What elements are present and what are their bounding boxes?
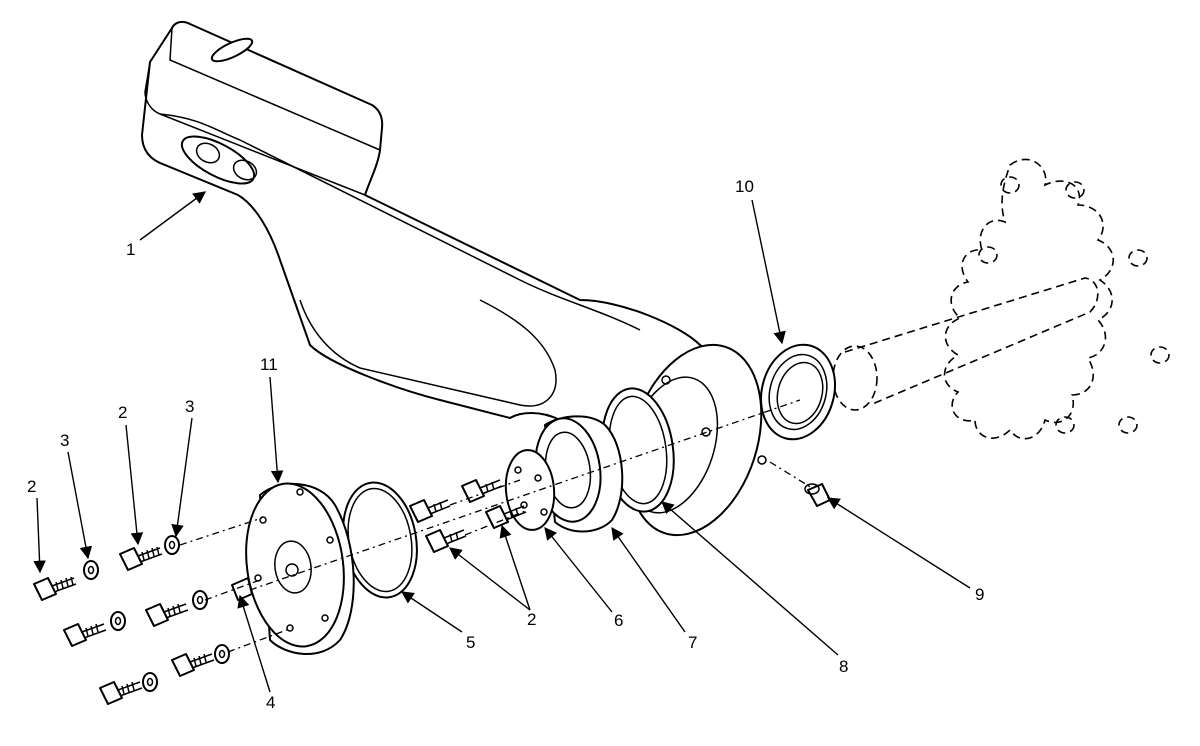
callout-3-left: 3 — [60, 431, 70, 450]
callout-9: 9 — [975, 585, 985, 604]
seal-ring-part — [760, 343, 836, 441]
small-fitting-part — [231, 577, 253, 601]
callout-3-right: 3 — [185, 397, 195, 416]
callout-7: 7 — [688, 633, 698, 652]
callout-6: 6 — [614, 611, 624, 630]
callout-8: 8 — [839, 657, 849, 676]
callout-2-left: 2 — [27, 477, 37, 496]
callout-leaders — [33, 191, 971, 693]
assembly-center-lines — [179, 399, 813, 653]
callout-11: 11 — [260, 355, 278, 374]
callout-2-upper: 2 — [118, 403, 128, 422]
sprocket-shaft-hidden — [832, 158, 1170, 440]
callout-5: 5 — [466, 633, 476, 652]
bearing-cap-part — [504, 449, 556, 531]
grease-fitting-part — [804, 483, 831, 507]
bolts-and-washers — [33, 479, 527, 705]
arm-part — [141, 20, 767, 537]
bearing-part — [534, 415, 624, 533]
callout-1: 1 — [126, 240, 136, 259]
callout-10: 10 — [735, 177, 754, 196]
callout-4: 4 — [266, 693, 276, 712]
end-cover-part — [245, 482, 355, 655]
callout-2-right: 2 — [527, 610, 537, 629]
